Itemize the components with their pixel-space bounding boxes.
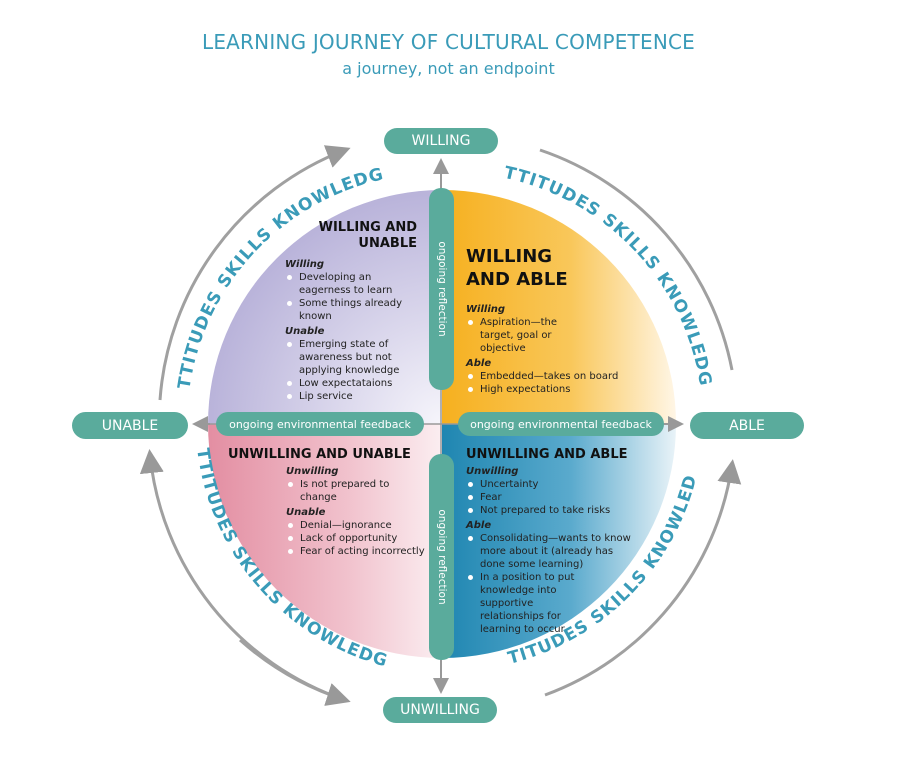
section-heading: Unable [285, 326, 325, 337]
quadrant-title: WILLING AND UNABLE [318, 220, 417, 251]
list-item: Low expectataions [285, 377, 425, 390]
list-item: Uncertainty [466, 478, 636, 491]
arc-arrow-bottom-left-tail [239, 638, 351, 706]
section-heading: Willing [285, 259, 325, 270]
list-item: Fear of acting incorrectly [286, 545, 428, 558]
reflection-label-top: ongoing reflection [435, 241, 448, 337]
axis-label-unwilling: UNWILLING [383, 697, 497, 723]
list-item: In a position to put knowledge into supp… [466, 571, 580, 636]
reflection-pill-top: ongoing reflection [429, 188, 454, 390]
quadrant-willing-able-bg [442, 190, 676, 424]
quadrant-unwilling-able: UNWILLING AND ABLE Unwilling Uncertainty… [466, 447, 636, 636]
feedback-pill-right: ongoing environmental feedback [458, 412, 664, 436]
feedback-pill-left: ongoing environmental feedback [216, 412, 424, 436]
list-item: High expectations [466, 383, 636, 396]
axis-label-unable: UNABLE [72, 412, 188, 439]
section-heading: Unwilling [286, 466, 339, 477]
list-item: Lip service [285, 390, 425, 403]
diagram-title: LEARNING JOURNEY OF CULTURAL COMPETENCE [202, 30, 695, 54]
list-item: Denial—ignorance [286, 519, 428, 532]
reflection-pill-bottom: ongoing reflection [429, 454, 454, 660]
list-item: Some things already known [285, 297, 425, 323]
section-heading: Unable [286, 507, 326, 518]
list-item: Emerging state of awareness but not appl… [285, 338, 425, 377]
list-item: Consolidating—wants to know more about i… [466, 532, 635, 571]
quadrant-willing-able: WILLING AND ABLE Willing Aspiration—the … [466, 245, 636, 396]
quadrant-title: UNWILLING AND UNABLE [228, 447, 411, 462]
quadrant-title: UNWILLING AND ABLE [466, 447, 628, 462]
section-heading: Able [466, 358, 492, 369]
section-heading: Unwilling [466, 466, 519, 477]
list-item: Fear [466, 491, 636, 504]
arc-arrow-top-right [539, 148, 734, 371]
quadrant-unwilling-unable: UNWILLING AND UNABLE Unwilling Is not pr… [228, 447, 428, 558]
quadrant-unwilling-unable-bg [208, 424, 442, 658]
quadrant-unwilling-able-bg [442, 424, 676, 658]
arc-arrow-top-left [158, 145, 351, 401]
quadrant-willing-unable: WILLING AND UNABLE Willing Developing an… [285, 220, 425, 403]
reflection-label-bottom: ongoing reflection [435, 509, 448, 605]
arc-arrow-bottom-right [544, 459, 742, 697]
axis-label-able: ABLE [690, 412, 804, 439]
quadrant-title: WILLING AND ABLE [466, 246, 568, 290]
list-item: Embedded—takes on board [466, 370, 636, 383]
diagram-subtitle: a journey, not an endpoint [342, 59, 555, 78]
list-item: Aspiration—the target, goal or objective [466, 316, 590, 355]
list-item: Lack of opportunity [286, 532, 428, 545]
quadrant-willing-unable-bg [208, 190, 442, 424]
section-heading: Able [466, 520, 492, 531]
list-item: Developing an eagerness to learn [285, 271, 425, 297]
list-item: Is not prepared to change [286, 478, 428, 504]
list-item: Not prepared to take risks [466, 504, 636, 517]
section-heading: Willing [466, 304, 506, 315]
axis-label-willing: WILLING [384, 128, 498, 154]
